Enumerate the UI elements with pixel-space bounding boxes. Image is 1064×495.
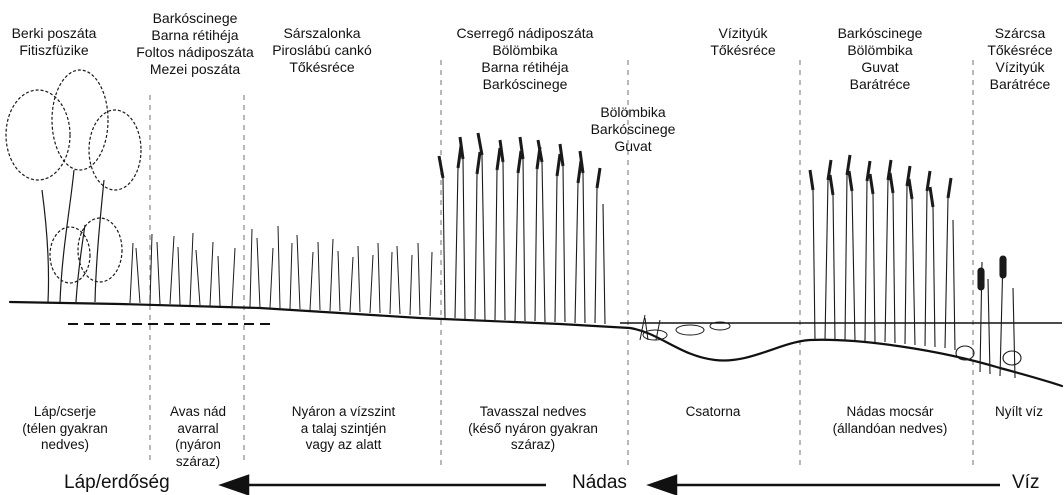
reed-bed-left (439, 133, 605, 324)
bird-label-zone6: Barkóscinege Bölömbika Guvat Barátréce (820, 25, 940, 93)
zone-label-nadas-mocsar: Nádas mocsár (állandóan nedves) (820, 404, 960, 437)
tree-crown (6, 90, 70, 180)
sedge-stems (250, 226, 432, 316)
gradient-label-nadas: Nádas (572, 472, 627, 494)
bird-label-zone4: Cserregő nádiposzáta Bölömbika Barna rét… (445, 25, 605, 93)
zone-label-avas: Avas nád avarral (nyáron száraz) (150, 404, 246, 470)
zone-label-nyilt-viz: Nyílt víz (976, 404, 1062, 421)
arrow-to-lap-head (222, 476, 248, 494)
bird-label-zone2: Barkóscinege Barna rétihéja Foltos nádip… (120, 10, 270, 78)
grass-stems (130, 233, 235, 306)
gradient-label-lap-erdoseg: Láp/erdőség (64, 472, 170, 494)
tree-crown (52, 70, 108, 170)
cattail-stems (980, 256, 1015, 378)
tree-trunk (95, 180, 104, 302)
zone-label-lap: Láp/cserje (télen gyakran nedves) (2, 404, 128, 454)
tree-crown (89, 110, 141, 190)
arrow-to-nadas-head (650, 476, 676, 494)
zone-label-tavasszal: Tavasszal nedves (késő nyáron gyakran sz… (448, 404, 618, 454)
bird-label-zone7: Szárcsa Tőkésréce Vízityúk Barátréce (978, 25, 1062, 93)
reed-plumes (810, 155, 951, 207)
bird-label-zone3: Sárszalonka Piroslábú cankó Tőkésréce (252, 25, 392, 76)
ground-line (10, 302, 1062, 386)
gradient-label-viz: Víz (1012, 472, 1039, 494)
reed-bed-right (810, 155, 1021, 378)
floating-leaf (1003, 351, 1021, 365)
cattail-head (1000, 256, 1006, 278)
tree-trunk (42, 190, 49, 302)
zone-label-nyaron: Nyáron a vízszint a talaj szintjén vagy … (266, 404, 421, 454)
bird-label-zone5: Vízityúk Tőkésréce (688, 25, 798, 59)
cattail-head (978, 268, 984, 290)
bird-label-zone4b: Bölömbika Barkóscinege Guvat (578, 104, 688, 155)
ground-profile (10, 302, 1062, 386)
shrub (50, 227, 90, 283)
floating-leaf (676, 325, 704, 335)
reed-stems (443, 155, 605, 324)
bird-label-zone1: Berki poszáta Fitiszfüzike (4, 25, 104, 59)
zone-label-csatorna: Csatorna (658, 404, 768, 421)
low-vegetation (130, 226, 432, 316)
tree-group (6, 70, 141, 302)
